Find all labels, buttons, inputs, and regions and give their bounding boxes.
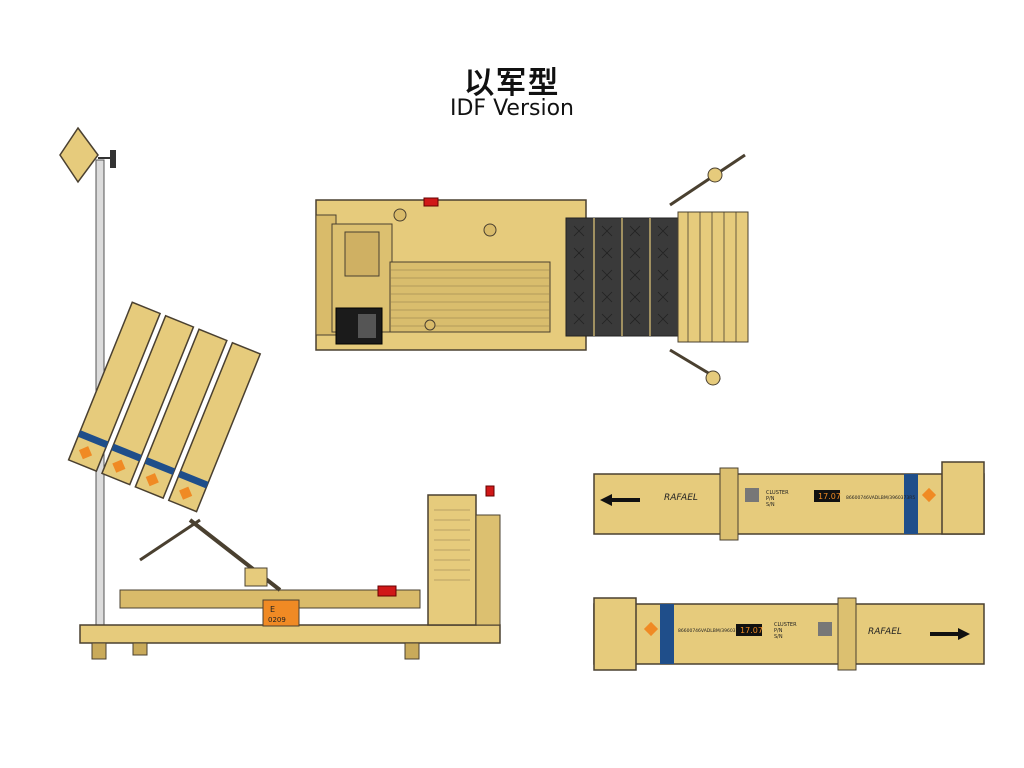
hazmat-plate-code: 0209 xyxy=(268,616,286,624)
side-view-launcher: E 0209 xyxy=(59,126,501,660)
container-1-label-3: S/N xyxy=(766,502,775,508)
container-1-label-2: P/N xyxy=(766,496,775,502)
title-english: IDF Version xyxy=(450,96,574,121)
container-2-label-1: CLUSTER xyxy=(774,622,797,628)
container-1-lot-number: 17.07 xyxy=(818,492,841,501)
container-1-brand: RAFAEL xyxy=(664,493,698,503)
container-2-serial: 86600746VADLBM/3960373R5 xyxy=(678,628,747,634)
hazmat-plate-top: E xyxy=(270,605,275,614)
container-2-lot-number: 17.07 xyxy=(740,626,763,635)
container-2-label-3: S/N xyxy=(774,634,783,640)
container-2-brand: RAFAEL xyxy=(868,627,902,637)
container-1-serial: 86600746VADLBM/3960373R5 xyxy=(846,495,915,501)
container-view-1: RAFAEL CLUSTER P/N S/N 17.07 86600746VAD… xyxy=(593,461,985,541)
title-chinese: 以军型 xyxy=(464,66,560,101)
container-view-2: 86600746VADLBM/3960373R5 17.07 CLUSTER P… xyxy=(593,597,985,671)
top-view-vehicle xyxy=(315,153,749,386)
container-1-label-1: CLUSTER xyxy=(766,490,789,496)
container-2-label-2: P/N xyxy=(774,628,783,634)
